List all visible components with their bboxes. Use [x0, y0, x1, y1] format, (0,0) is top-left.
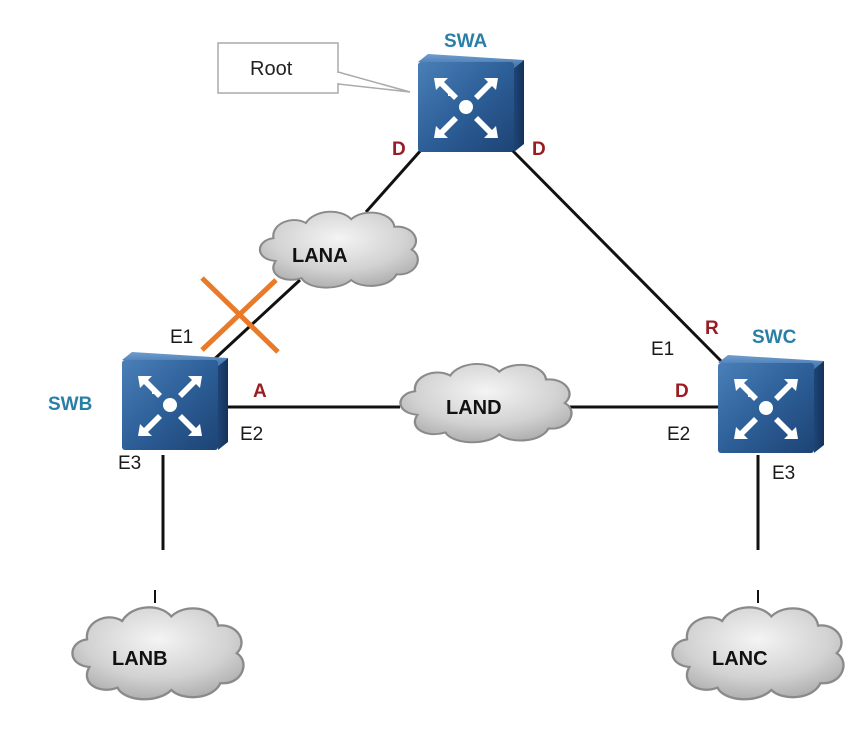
swb-e1-port: E1	[170, 327, 193, 348]
lanb-label: LANB	[112, 648, 168, 670]
swc-e1-port-role: R	[705, 318, 719, 339]
lan-cloud-lanc: LANC	[671, 606, 845, 701]
switch-icon	[718, 355, 824, 453]
root-label: Root	[250, 58, 293, 80]
swc-e1-port: E1	[651, 339, 674, 360]
root-callout: Root	[217, 42, 411, 94]
swc-e3-port: E3	[772, 463, 795, 484]
switch-icon	[122, 352, 228, 450]
swb-e2-port: E2	[240, 424, 263, 445]
swc-e2-port-role: D	[675, 381, 689, 402]
lan-cloud-land: LAND	[399, 362, 573, 444]
swb-e3-port: E3	[118, 453, 141, 474]
switch-icon	[418, 54, 524, 152]
link-swa-lana	[364, 139, 432, 213]
swb-label: SWB	[48, 394, 92, 415]
lan-cloud-lana: LANA	[258, 210, 419, 289]
blocked-port-x-icon	[200, 276, 280, 354]
swb-e2-port-role: A	[253, 381, 267, 402]
swc-label: SWC	[752, 327, 797, 348]
land-label: LAND	[446, 397, 502, 419]
swa-right-port-role: D	[532, 139, 546, 160]
lan-cloud-lanb: LANB	[71, 606, 245, 701]
switch-swa: SWA	[418, 31, 524, 152]
switch-swc: SWC	[718, 327, 824, 453]
lana-label: LANA	[292, 245, 348, 267]
swa-label: SWA	[444, 31, 488, 52]
switch-swb: SWB	[48, 352, 228, 450]
swa-left-port-role: D	[392, 139, 406, 160]
link-swa-swc	[508, 146, 724, 364]
link-lana-swb	[206, 278, 302, 367]
lanc-label: LANC	[712, 648, 768, 670]
swc-e2-port: E2	[667, 424, 690, 445]
